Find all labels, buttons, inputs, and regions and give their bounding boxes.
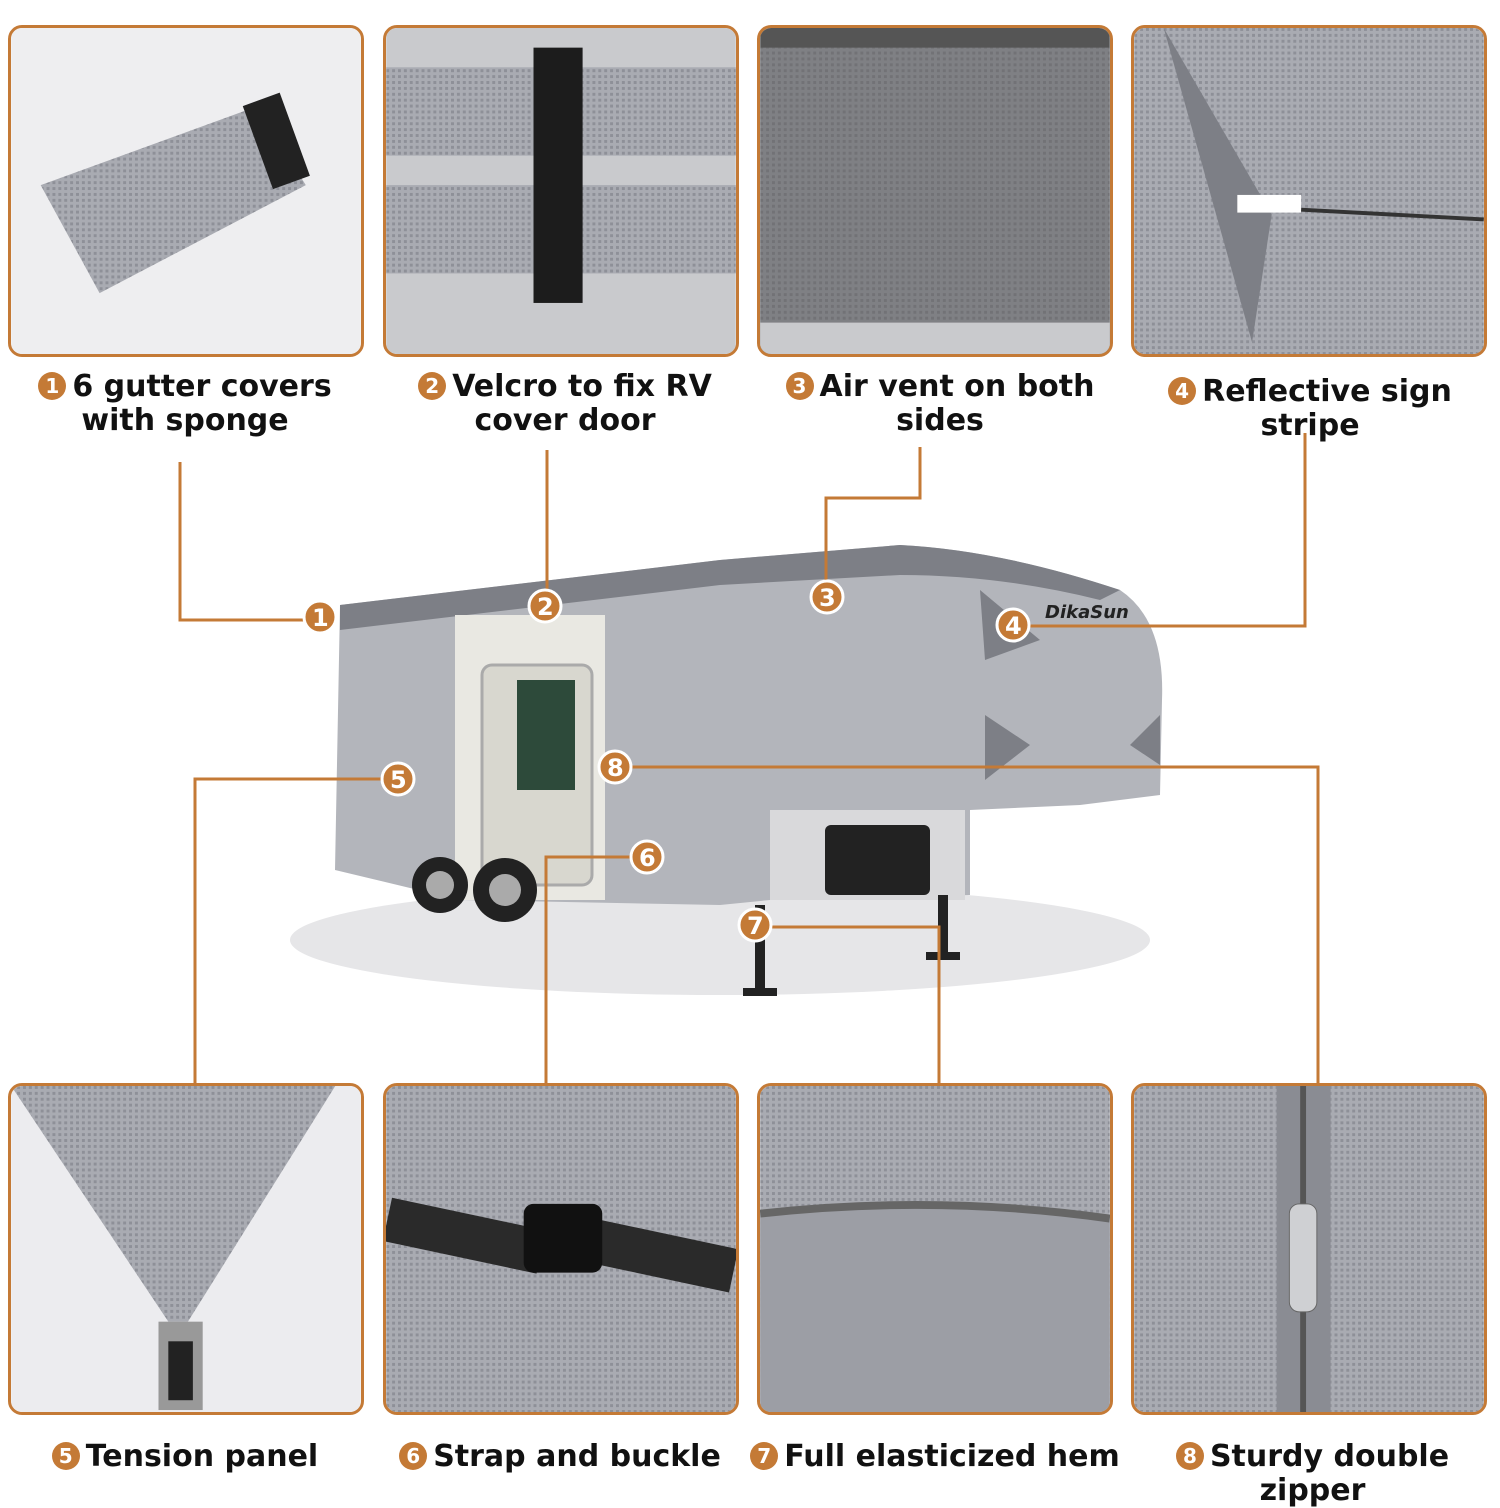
photo-double-zipper — [1131, 1083, 1487, 1415]
feature-text: Strap and buckle — [433, 1439, 721, 1474]
number-badge: 5 — [51, 1442, 80, 1470]
number-badge: 2 — [418, 372, 447, 400]
feature-text: Air vent on both sides — [819, 369, 1095, 438]
callout-lines — [178, 433, 1320, 1083]
marker-3: 3 — [809, 579, 845, 615]
number-badge: 6 — [399, 1442, 428, 1470]
photo-tension-panel — [8, 1083, 364, 1415]
svg-text:3: 3 — [819, 584, 836, 612]
svg-text:1: 1 — [312, 604, 329, 632]
photo-gutter-cover — [8, 25, 364, 357]
svg-text:7: 7 — [747, 912, 764, 940]
rv-covered-trailer: DikaSun — [335, 545, 1163, 996]
marker-8: 8 — [597, 749, 633, 785]
marker-6: 6 — [629, 839, 665, 875]
marker-5: 5 — [380, 761, 416, 797]
feature-text: 6 gutter covers with sponge — [72, 369, 332, 438]
feature-text: Sturdy double zipper — [1209, 1439, 1450, 1508]
svg-text:6: 6 — [639, 844, 656, 872]
svg-text:8: 8 — [607, 754, 624, 782]
photo-reflective-stripe — [1131, 25, 1487, 357]
photo-air-vent — [757, 25, 1113, 357]
marker-4: 4 — [995, 607, 1031, 643]
number-badge: 8 — [1175, 1442, 1204, 1470]
number-badge: 1 — [38, 372, 67, 400]
svg-text:5: 5 — [390, 766, 407, 794]
marker-2: 2 — [527, 588, 563, 624]
number-badge: 7 — [750, 1442, 779, 1470]
feature-text: Reflective sign stripe — [1202, 374, 1452, 443]
feature-text: Full elasticized hem — [784, 1439, 1120, 1474]
brand-logo: DikaSun — [1045, 602, 1129, 623]
photo-strap-buckle — [383, 1083, 739, 1415]
number-badge: 4 — [1168, 377, 1197, 405]
svg-text:2: 2 — [537, 593, 554, 621]
svg-text:4: 4 — [1005, 612, 1022, 640]
marker-1: 1 — [302, 599, 338, 635]
feature-text: Velcro to fix RV cover door — [452, 369, 712, 438]
photo-velcro — [383, 25, 739, 357]
marker-7: 7 — [737, 907, 773, 943]
number-badge: 3 — [785, 372, 814, 400]
feature-text: Tension panel — [85, 1439, 319, 1474]
photo-elastic-hem — [757, 1083, 1113, 1415]
